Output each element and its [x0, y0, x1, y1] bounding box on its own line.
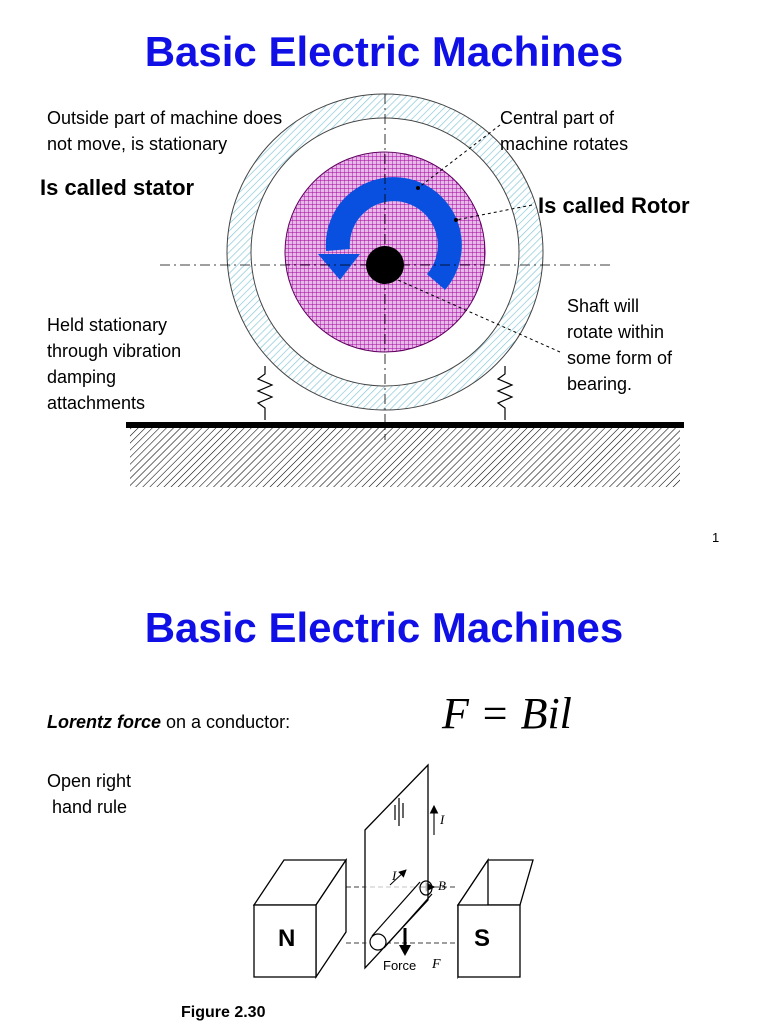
held-line: through vibration: [47, 341, 182, 361]
rule-line-2: hand rule: [47, 797, 128, 817]
magnet-n: [252, 857, 348, 980]
slide1-title: Basic Electric Machines: [144, 28, 624, 75]
current-label-top: I: [440, 812, 445, 827]
magnet-n-label: N: [278, 925, 296, 952]
field-label-b: B: [438, 878, 446, 893]
central-part-note: Central part of machine rotates: [500, 105, 628, 157]
outside-part-note: Outside part of machine does not move, i…: [47, 105, 282, 157]
current-label-wire: I: [392, 868, 397, 883]
right-hand-rule-note: Open right hand rule: [47, 768, 131, 820]
equation: F = Bil: [442, 689, 572, 738]
force-symbol-f: F: [432, 957, 441, 972]
rule-line-1: Open right: [47, 771, 132, 791]
held-line: Held stationary: [47, 315, 168, 335]
ground-base: [130, 427, 680, 487]
magnet-s-label: S: [474, 925, 491, 952]
conductor-plane: [364, 763, 429, 970]
central-line-1: Central part of: [500, 108, 615, 128]
shaft-note: Shaft will rotate within some form of be…: [567, 293, 672, 397]
held-line: attachments: [47, 393, 146, 413]
lorentz-line: Lorentz force on a conductor:: [47, 712, 290, 733]
shaft-line: rotate within: [567, 322, 665, 342]
shaft-line: some form of: [567, 348, 673, 368]
outside-line-1: Outside part of machine does: [47, 108, 283, 128]
lorentz-emphasis: Lorentz force: [47, 712, 162, 732]
spring-left: [256, 366, 274, 420]
wire-cylinder: [369, 880, 433, 951]
held-line: damping: [47, 367, 117, 387]
central-line-2: machine rotates: [500, 134, 629, 154]
page-number: 1: [712, 530, 720, 545]
shaft-line: Shaft will: [567, 296, 640, 316]
rotor-label: Is called Rotor: [538, 193, 690, 218]
lorentz-rest: on a conductor:: [161, 712, 291, 732]
spring-right: [496, 366, 514, 420]
force-label: Force: [383, 958, 417, 973]
figure-caption: Figure 2.30: [181, 1004, 266, 1021]
stator-label: Is called stator: [40, 175, 195, 200]
held-stationary-note: Held stationary through vibration dampin…: [47, 312, 181, 416]
slide2-title: Basic Electric Machines: [144, 604, 624, 651]
magnet-s: [456, 857, 534, 980]
rotation-arrow: [325, 177, 462, 290]
shaft-line: bearing.: [567, 374, 633, 394]
outside-line-2: not move, is stationary: [47, 134, 228, 154]
